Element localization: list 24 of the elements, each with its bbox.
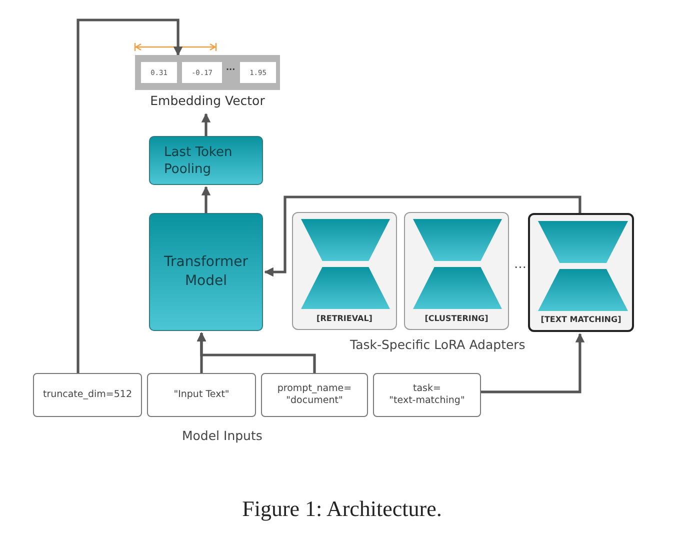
adapter-label: [RETRIEVAL] bbox=[316, 314, 374, 323]
process-box: Transformer Model bbox=[149, 213, 263, 331]
group-label: Model Inputs bbox=[182, 428, 262, 443]
adapter-card bbox=[528, 213, 634, 332]
input-box: truncate_dim=512 bbox=[33, 373, 142, 417]
adapter-label: [TEXT MATCHING] bbox=[540, 315, 622, 324]
ellipsis: ··· bbox=[226, 65, 236, 74]
input-box: task= "text-matching" bbox=[373, 373, 481, 417]
adapter-card bbox=[292, 212, 397, 330]
arrow bbox=[76, 18, 183, 373]
arrow bbox=[201, 186, 211, 213]
process-box: Last Token Pooling bbox=[149, 136, 263, 185]
input-box: prompt_name= "document" bbox=[261, 373, 368, 417]
ellipsis: … bbox=[514, 256, 526, 271]
adapter-label: [CLUSTERING] bbox=[424, 314, 490, 323]
adapter-card bbox=[404, 212, 509, 330]
group-label: Task-Specific LoRA Adapters bbox=[350, 337, 526, 352]
arrow bbox=[201, 113, 211, 136]
vector-label: Embedding Vector bbox=[149, 93, 266, 108]
arrow bbox=[196, 332, 316, 373]
arrow bbox=[481, 333, 585, 394]
arrow bbox=[264, 196, 582, 277]
input-box: "Input Text" bbox=[147, 373, 256, 417]
caption: Figure 1: Architecture. bbox=[241, 496, 443, 522]
